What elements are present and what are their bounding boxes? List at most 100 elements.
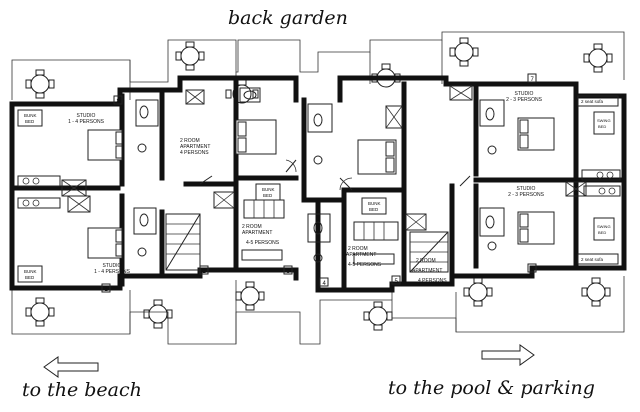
svg-text:SWING: SWING bbox=[597, 224, 611, 229]
patio-table-icon bbox=[449, 37, 479, 67]
beach-direction-label: to the beach bbox=[22, 379, 142, 401]
bunk-bed-icon bbox=[17, 265, 43, 283]
swing-bed-icon bbox=[593, 217, 615, 241]
sofa-label: 2 seat sofa bbox=[581, 99, 604, 104]
door-icon bbox=[199, 175, 213, 185]
bunk-bed-label: BUNK BED bbox=[262, 187, 275, 198]
bathroom-fixtures bbox=[133, 87, 505, 263]
patio-table-icon bbox=[225, 79, 259, 104]
double-bed-icon bbox=[87, 129, 123, 161]
double-bed-icon bbox=[517, 211, 555, 245]
swing-bed-label: SWING BED bbox=[597, 224, 611, 235]
arrow-right-icon bbox=[481, 344, 535, 366]
door-icon bbox=[339, 177, 353, 191]
double-bed-icon bbox=[235, 119, 277, 155]
room-label-apt-c: 2 ROOM APARTMENT 4-5 PERSONS bbox=[346, 246, 382, 268]
svg-text:4 PERSONS: 4 PERSONS bbox=[418, 278, 447, 284]
room-label-studio-d: STUDIO 2 - 3 PERSONS bbox=[508, 186, 545, 198]
svg-text:BUNK: BUNK bbox=[24, 113, 37, 118]
svg-text:STUDIO: STUDIO bbox=[77, 113, 96, 119]
bunk-bed-label: BUNK BED bbox=[368, 201, 381, 212]
svg-text:2 ROOM: 2 ROOM bbox=[242, 224, 262, 230]
patio-table-icon bbox=[25, 297, 55, 327]
bunk-bed-label: BUNK BED bbox=[24, 269, 37, 280]
svg-text:1 - 4 PERSONS: 1 - 4 PERSONS bbox=[68, 119, 105, 125]
stairs-icon bbox=[165, 199, 449, 273]
apartment-number: 5 bbox=[395, 279, 399, 285]
apartment-number: 2 bbox=[203, 269, 207, 275]
bunk-bed-icon bbox=[17, 109, 43, 127]
terraces bbox=[11, 31, 625, 345]
svg-text:2 ROOM: 2 ROOM bbox=[416, 258, 436, 264]
svg-text:BED: BED bbox=[369, 207, 379, 212]
svg-text:BED: BED bbox=[263, 193, 273, 198]
patio-table-icon bbox=[175, 41, 205, 71]
apartment-number: 6 bbox=[531, 267, 535, 273]
svg-text:BUNK: BUNK bbox=[262, 187, 275, 192]
svg-text:2 ROOM: 2 ROOM bbox=[180, 138, 200, 144]
bunk-bed-label: BUNK BED bbox=[24, 113, 37, 124]
svg-text:BED: BED bbox=[598, 230, 606, 235]
wardrobe-icon bbox=[565, 181, 587, 197]
bunk-bed-icon bbox=[255, 183, 281, 201]
apartment-number: 3 bbox=[287, 269, 291, 275]
svg-text:APARTMENT: APARTMENT bbox=[346, 252, 376, 258]
wardrobe-icon bbox=[385, 105, 403, 129]
svg-text:APARTMENT: APARTMENT bbox=[242, 230, 272, 236]
svg-text:BED: BED bbox=[25, 275, 35, 280]
patio-table-icon bbox=[581, 277, 611, 307]
patio-table-icon bbox=[235, 281, 265, 311]
room-label-apt-a: 2 ROOM APARTMENT 4 PERSONS bbox=[180, 138, 210, 156]
wardrobe-icon bbox=[185, 89, 205, 105]
svg-text:4 PERSONS: 4 PERSONS bbox=[180, 150, 209, 156]
svg-text:BED: BED bbox=[598, 124, 606, 129]
patio-table-icon bbox=[25, 69, 55, 99]
double-bed-icon bbox=[357, 139, 397, 175]
apartment-number: 1 bbox=[105, 287, 109, 293]
wardrobe-icon bbox=[449, 85, 473, 101]
back-garden-heading: back garden bbox=[228, 7, 348, 29]
svg-text:2 - 3 PERSONS: 2 - 3 PERSONS bbox=[508, 192, 545, 198]
room-label-studio-b: STUDIO 1 - 4 PERSONS bbox=[94, 263, 131, 275]
svg-text:BUNK: BUNK bbox=[24, 269, 37, 274]
svg-text:4-5 PERSONS: 4-5 PERSONS bbox=[348, 262, 382, 268]
sofa-icon bbox=[577, 253, 619, 265]
door-icon bbox=[459, 175, 471, 187]
swing-bed-icon bbox=[593, 111, 615, 135]
svg-text:SWING: SWING bbox=[597, 118, 611, 123]
room-label-studio-c: STUDIO 2 - 3 PERSONS bbox=[506, 91, 543, 103]
sofa-label: 2 seat sofa bbox=[581, 257, 604, 262]
wardrobe-icon bbox=[67, 195, 91, 213]
swing-bed-label: SWING BED bbox=[597, 118, 611, 129]
room-label-studio-a: STUDIO 1 - 4 PERSONS bbox=[68, 113, 105, 125]
patio-table-icon bbox=[143, 299, 173, 329]
door-icon bbox=[285, 159, 297, 173]
kitchenette-icon bbox=[17, 169, 621, 265]
sofa-icon bbox=[577, 95, 619, 107]
wardrobe-icon bbox=[213, 191, 235, 209]
pool-parking-direction-label: to the pool & parking bbox=[388, 377, 595, 399]
apartment-number: 7 bbox=[531, 77, 535, 83]
apartment-number: 8 bbox=[117, 99, 121, 105]
wardrobe-icon bbox=[405, 213, 427, 231]
patio-table-icon bbox=[363, 301, 393, 331]
svg-text:STUDIO: STUDIO bbox=[103, 263, 122, 269]
room-label-apt-d: 2 ROOM APARTMENT 4 PERSONS bbox=[412, 258, 447, 284]
svg-text:STUDIO: STUDIO bbox=[515, 91, 534, 97]
svg-text:BUNK: BUNK bbox=[368, 201, 381, 206]
svg-text:2 - 3 PERSONS: 2 - 3 PERSONS bbox=[506, 97, 543, 103]
patio-table-icon bbox=[463, 277, 493, 307]
svg-text:BED: BED bbox=[25, 119, 35, 124]
svg-text:4-5 PERSONS: 4-5 PERSONS bbox=[246, 240, 280, 246]
svg-text:1 - 4 PERSONS: 1 - 4 PERSONS bbox=[94, 269, 131, 275]
bunk-bed-icon bbox=[361, 197, 387, 215]
patio-table-icon bbox=[583, 43, 613, 73]
double-bed-icon bbox=[87, 227, 123, 259]
svg-text:STUDIO: STUDIO bbox=[517, 186, 536, 192]
arrow-left-icon bbox=[43, 356, 99, 378]
apartment-number-markers bbox=[101, 73, 537, 293]
svg-text:APARTMENT: APARTMENT bbox=[412, 268, 442, 274]
svg-text:APARTMENT: APARTMENT bbox=[180, 144, 210, 150]
double-bed-icon bbox=[517, 117, 555, 151]
